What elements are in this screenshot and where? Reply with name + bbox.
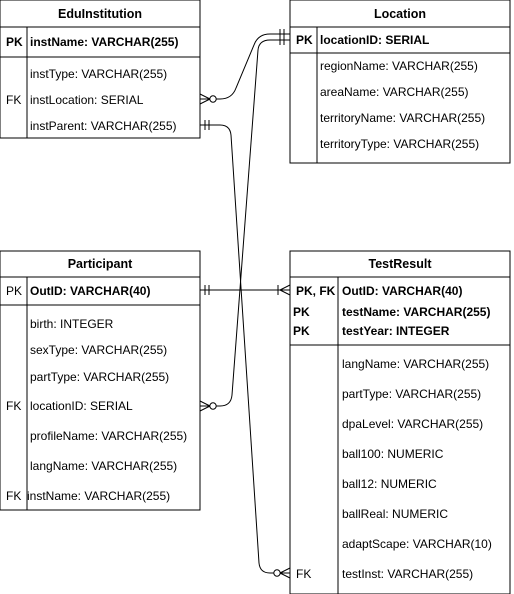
entity-testresult[interactable]: TestResult PK, FK OutID: VARCHAR(40) PK … bbox=[289, 250, 511, 594]
one-and-only-one-marker bbox=[204, 285, 210, 295]
attribute-field: ball100: NUMERIC bbox=[342, 447, 444, 461]
attribute-field: langName: VARCHAR(255) bbox=[342, 357, 489, 371]
attribute-field: regionName: VARCHAR(255) bbox=[320, 59, 478, 73]
key-label: PK bbox=[293, 305, 310, 319]
attribute-field: ball12: NUMERIC bbox=[342, 477, 437, 491]
primary-key-field: testYear: INTEGER bbox=[342, 324, 450, 338]
attribute-field: birth: INTEGER bbox=[30, 317, 114, 331]
key-label: FK bbox=[6, 489, 21, 503]
attribute-field: adaptScape: VARCHAR(10) bbox=[342, 537, 492, 551]
attribute-field: ballReal: NUMERIC bbox=[342, 507, 448, 521]
primary-key-field: locationID: SERIAL bbox=[320, 33, 429, 47]
key-label: PK bbox=[6, 35, 23, 49]
entity-location[interactable]: Location PK locationID: SERIAL regionNam… bbox=[289, 0, 511, 164]
attribute-field: sexType: VARCHAR(255) bbox=[30, 343, 167, 357]
entity-title: EduInstitution bbox=[58, 7, 142, 21]
key-label: PK bbox=[6, 284, 22, 298]
attribute-field: territoryName: VARCHAR(255) bbox=[320, 111, 485, 125]
one-or-many-marker bbox=[277, 284, 291, 296]
entity-box bbox=[0, 250, 201, 511]
attribute-field: instLocation: SERIAL bbox=[30, 93, 144, 107]
edge-instparent-to-testinst[interactable] bbox=[200, 124, 290, 574]
attribute-field: territoryType: VARCHAR(255) bbox=[320, 137, 479, 151]
primary-key-field: OutID: VARCHAR(40) bbox=[30, 284, 150, 298]
primary-key-field: testName: VARCHAR(255) bbox=[342, 305, 490, 319]
relationship-markers bbox=[199, 29, 291, 579]
entity-title: Participant bbox=[68, 257, 133, 271]
primary-key-field: instName: VARCHAR(255) bbox=[30, 35, 178, 49]
attribute-field: partType: VARCHAR(255) bbox=[342, 387, 481, 401]
entity-eduinstitution[interactable]: EduInstitution PK instName: VARCHAR(255)… bbox=[0, 0, 201, 139]
relationship-edges bbox=[200, 33, 290, 574]
key-label: FK bbox=[296, 567, 311, 581]
attribute-field: areaName: VARCHAR(255) bbox=[320, 85, 469, 99]
attribute-field: instType: VARCHAR(255) bbox=[30, 67, 167, 81]
one-and-only-one-marker bbox=[279, 35, 285, 45]
key-label: FK bbox=[6, 93, 21, 107]
attribute-field: partType: VARCHAR(255) bbox=[30, 370, 169, 384]
key-label: PK bbox=[296, 33, 313, 47]
zero-or-many-marker bbox=[199, 93, 217, 105]
attribute-field: locationID: SERIAL bbox=[30, 399, 133, 413]
attribute-field: langName: VARCHAR(255) bbox=[30, 459, 177, 473]
entity-participant[interactable]: Participant PK OutID: VARCHAR(40) birth:… bbox=[0, 250, 201, 511]
edge-participant-location-to-location[interactable] bbox=[200, 39, 290, 407]
attribute-field: instParent: VARCHAR(255) bbox=[30, 119, 177, 133]
one-and-only-one-marker bbox=[204, 120, 210, 130]
attribute-field: testInst: VARCHAR(255) bbox=[342, 567, 473, 581]
key-label: PK bbox=[293, 324, 310, 338]
key-label: PK, FK bbox=[296, 284, 336, 298]
zero-or-many-marker bbox=[273, 567, 291, 579]
attribute-field: instName: VARCHAR(255) bbox=[27, 489, 170, 503]
entity-title: TestResult bbox=[369, 257, 433, 271]
zero-or-many-marker bbox=[199, 400, 217, 412]
attribute-field: profileName: VARCHAR(255) bbox=[30, 429, 187, 443]
primary-key-field: OutID: VARCHAR(40) bbox=[342, 284, 462, 298]
edge-instlocation-to-location[interactable] bbox=[200, 33, 290, 100]
entity-box bbox=[289, 250, 511, 594]
key-label: FK bbox=[6, 399, 21, 413]
entity-box bbox=[0, 0, 201, 139]
entity-title: Location bbox=[374, 7, 426, 21]
attribute-field: dpaLevel: VARCHAR(255) bbox=[342, 417, 483, 431]
